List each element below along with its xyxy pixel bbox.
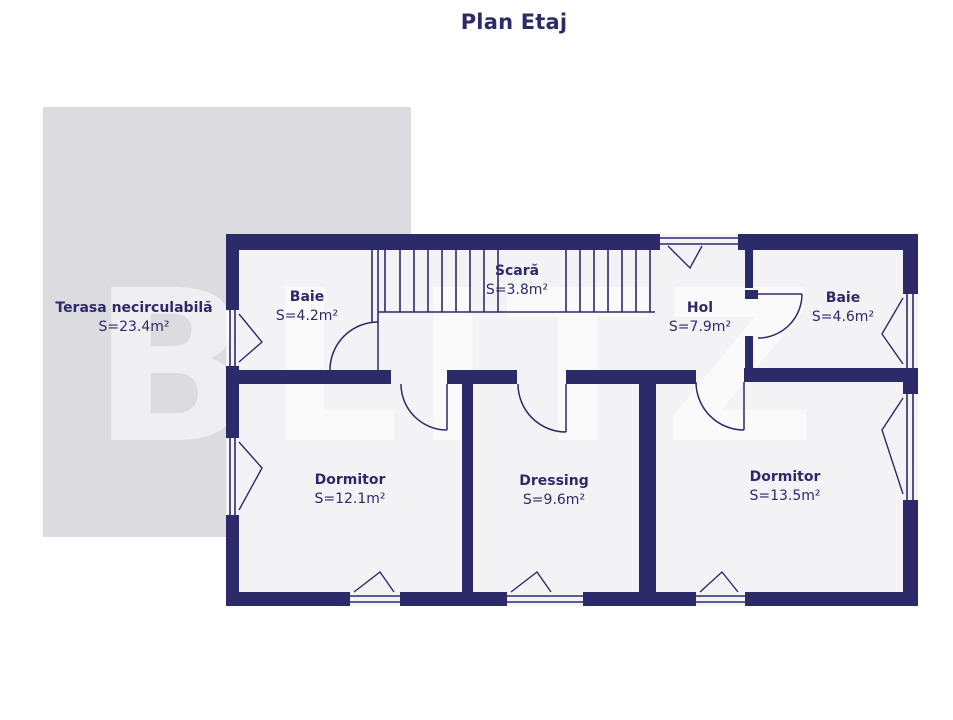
svg-text:S=4.2m²: S=4.2m² [276, 308, 338, 324]
walls [226, 234, 918, 606]
svg-text:S=23.4m²: S=23.4m² [98, 319, 169, 335]
room-label-baie-2: Baie S=4.6m² [812, 290, 874, 325]
room-label-baie-1: Baie S=4.2m² [276, 289, 338, 324]
room-label-dressing: Dressing S=9.6m² [519, 473, 588, 508]
svg-text:S=13.5m²: S=13.5m² [749, 488, 820, 504]
room-label-terasa: Terasa necirculabilă S=23.4m² [55, 300, 212, 335]
room-label-dormitor-1: Dormitor S=12.1m² [314, 472, 385, 507]
svg-text:S=12.1m²: S=12.1m² [314, 491, 385, 507]
window-sashes [238, 245, 904, 593]
door-swings [329, 293, 803, 433]
svg-text:S=4.6m²: S=4.6m² [812, 309, 874, 325]
svg-text:Terasa necirculabilă: Terasa necirculabilă [55, 300, 212, 316]
svg-text:Dormitor: Dormitor [750, 469, 821, 485]
windows [229, 237, 914, 603]
room-label-hol: Hol S=7.9m² [669, 300, 731, 335]
watermark: BLITZ [92, 245, 830, 490]
stair-outline [371, 250, 655, 322]
svg-text:S=7.9m²: S=7.9m² [669, 319, 731, 335]
svg-text:Scară: Scară [495, 263, 539, 279]
room-label-scara: Scară S=3.8m² [486, 263, 548, 298]
svg-text:S=3.8m²: S=3.8m² [486, 282, 548, 298]
room-label-dormitor-2: Dormitor S=13.5m² [749, 469, 820, 504]
svg-text:Dressing: Dressing [519, 473, 588, 489]
svg-text:Baie: Baie [826, 290, 860, 306]
svg-text:Dormitor: Dormitor [315, 472, 386, 488]
svg-text:Baie: Baie [290, 289, 324, 305]
svg-text:S=9.6m²: S=9.6m² [523, 492, 585, 508]
stair-treads [384, 250, 651, 312]
svg-text:Hol: Hol [687, 300, 713, 316]
page-title: Plan Etaj [460, 10, 568, 34]
